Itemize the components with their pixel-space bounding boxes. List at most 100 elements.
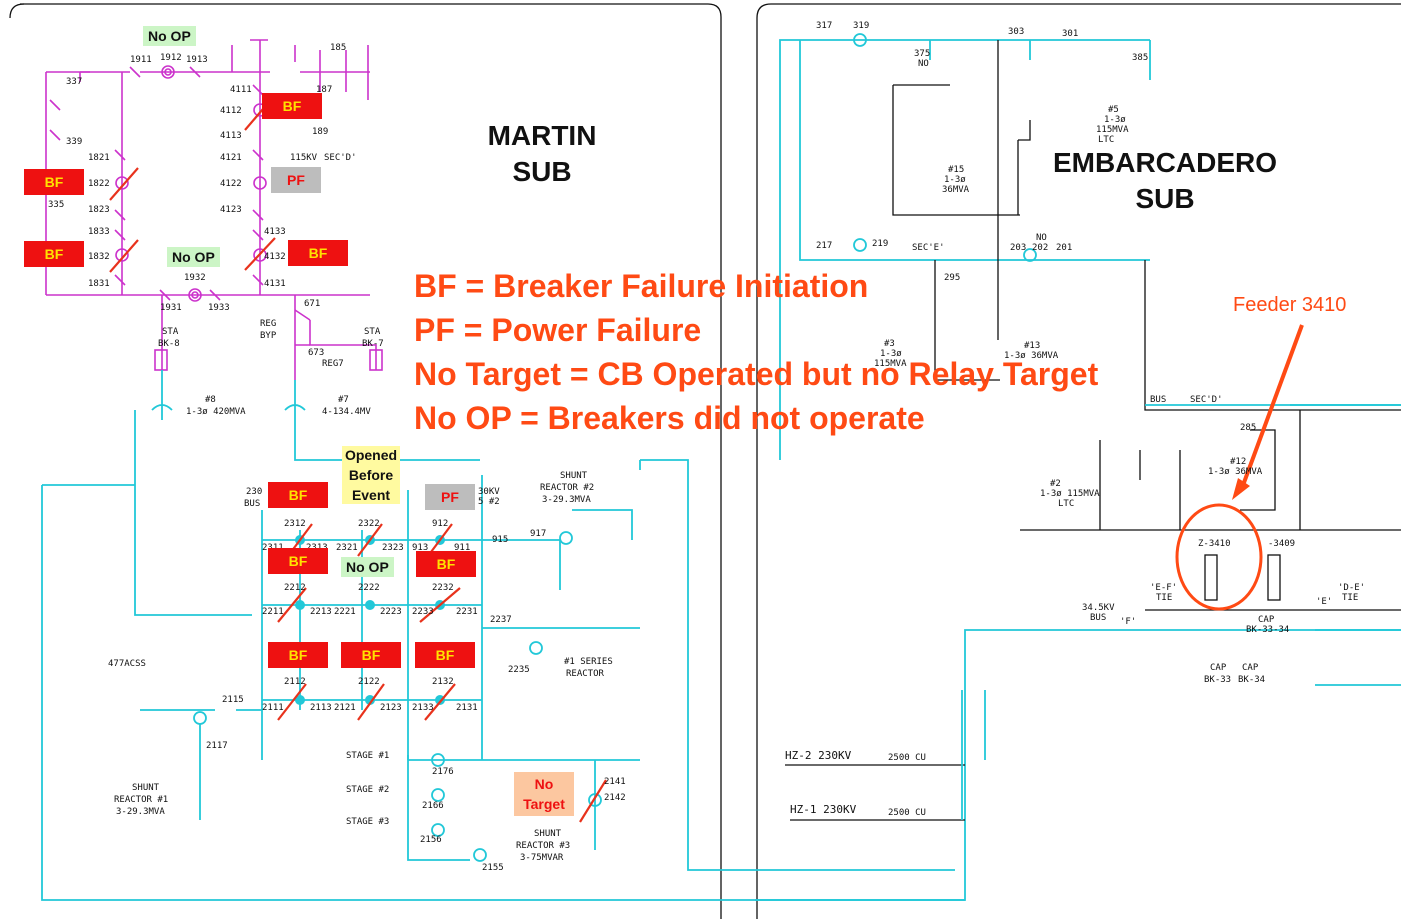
no-op-tag-2222: No OP — [341, 557, 394, 577]
label-2117: 2117 — [206, 741, 228, 751]
label-tx3-num: #3 — [884, 339, 895, 349]
label-series: #1 SERIES — [564, 657, 613, 667]
label-sta7: STA — [364, 327, 381, 337]
label-201: 201 — [1056, 243, 1072, 253]
label-2222: 2222 — [358, 583, 380, 593]
martin-panel-border — [20, 3, 722, 919]
label-f: 'F' — [1120, 617, 1136, 627]
label-673: 673 — [308, 348, 324, 358]
label-4133: 4133 — [264, 227, 286, 237]
martin-sub-title: MARTIN SUB — [462, 118, 622, 190]
opened-line3: Event — [351, 487, 391, 503]
label-2142: 2142 — [604, 793, 626, 803]
label-2133: 2133 — [412, 703, 434, 713]
feeder-3410-label: Feeder 3410 — [1233, 294, 1347, 316]
label-tx2-num: #2 — [1050, 479, 1061, 489]
label-2213: 2213 — [310, 607, 332, 617]
label-2231: 2231 — [456, 607, 478, 617]
label-bus230: 230 — [246, 487, 262, 497]
label-stage2: STAGE #2 — [346, 785, 389, 795]
label-1912: 1912 — [160, 53, 182, 63]
label-z3410: Z-3410 — [1198, 539, 1231, 549]
label-reactor3: REACTOR #3 — [516, 841, 570, 851]
label-913: 913 — [412, 543, 428, 553]
label-219: 219 — [872, 239, 888, 249]
embarcadero-sub-title: EMBARCADERO SUB — [1025, 145, 1305, 217]
label-2237: 2237 — [490, 615, 512, 625]
label-reactor2: REACTOR #2 — [540, 483, 594, 493]
label-tx13-num: #13 — [1024, 341, 1040, 351]
legend-pf: PF = Power Failure — [414, 312, 702, 348]
label-4122: 4122 — [220, 179, 242, 189]
label-2131: 2131 — [456, 703, 478, 713]
label-reg: REG — [260, 319, 276, 329]
martin-115kv-section — [45, 39, 383, 380]
label-e: 'E' — [1316, 597, 1332, 607]
label-1832: 1832 — [88, 252, 110, 262]
label-tx5-num: #5 — [1108, 105, 1119, 115]
label-tie1: TIE — [1156, 593, 1172, 603]
label-mva1: 3-29.3MVA — [116, 807, 165, 817]
label-bk3334: BK-33-34 — [1246, 625, 1289, 635]
label-de-tie: 'D-E' — [1338, 583, 1365, 593]
label-no375: NO — [918, 59, 929, 69]
label-203: 203 — [1010, 243, 1026, 253]
label-2141: 2141 — [604, 777, 626, 787]
label-477acss: 477ACSS — [108, 659, 146, 669]
label-1931: 1931 — [160, 303, 182, 313]
label-2232: 2232 — [432, 583, 454, 593]
label-bk33: BK-33 — [1204, 675, 1231, 685]
label-emb-sec-d: SEC'D' — [1190, 395, 1223, 405]
pf-tag-912: PF — [425, 484, 475, 510]
label-1823: 1823 — [88, 205, 110, 215]
label-339: 339 — [66, 137, 82, 147]
label-sec-d: SEC'D' — [324, 153, 357, 163]
bf-tag-2132: BF — [415, 642, 475, 668]
bf-tag-4132: BF — [288, 240, 348, 266]
label-335: 335 — [48, 200, 64, 210]
no-op-tag-1932: No OP — [167, 247, 220, 267]
label-n5: 5 #2 — [478, 497, 500, 507]
legend-bf: BF = Breaker Failure Initiation — [414, 268, 869, 304]
label-tx5c: LTC — [1098, 135, 1114, 145]
label-hz2: HZ-2 230KV — [785, 749, 852, 762]
bf-tag-2232: BF — [416, 551, 476, 577]
label-mvar3: 3-75MVAR — [520, 853, 564, 863]
label-cap34: CAP — [1242, 663, 1259, 673]
label-2322: 2322 — [358, 519, 380, 529]
label-tx15-num: #15 — [948, 165, 964, 175]
label-shunt2: SHUNT — [560, 471, 588, 481]
label-2233: 2233 — [412, 607, 434, 617]
feeder-3410-arrowhead — [1232, 478, 1250, 500]
label-4131: 4131 — [264, 279, 286, 289]
feeder-3410-arrow — [1240, 324, 1304, 489]
no-target-line2: Target — [523, 796, 565, 812]
label-reactor1: REACTOR #1 — [114, 795, 168, 805]
label-319: 319 — [853, 21, 869, 31]
label-tx8-num: #8 — [205, 395, 216, 405]
legend: BF = Breaker Failure Initiation PF = Pow… — [414, 264, 1098, 440]
label-217: 217 — [816, 241, 832, 251]
embarcadero-sub-line1: EMBARCADERO — [1053, 147, 1277, 178]
label-tx7-num: #7 — [338, 395, 349, 405]
label-tx15b: 36MVA — [942, 185, 970, 195]
label-tx3a: 1-3ø — [880, 349, 902, 359]
label-2312: 2312 — [284, 519, 306, 529]
label-202: 202 — [1032, 243, 1048, 253]
label-4123: 4123 — [220, 205, 242, 215]
label-tie2: TIE — [1342, 593, 1358, 603]
no-op-tag-1912: No OP — [143, 26, 196, 46]
label-2123: 2123 — [380, 703, 402, 713]
label-tx2b: LTC — [1058, 499, 1074, 509]
label-912: 912 — [432, 519, 448, 529]
label-911: 911 — [454, 543, 470, 553]
label-1833: 1833 — [88, 227, 110, 237]
legend-no-op: No OP = Breakers did not operate — [414, 400, 925, 436]
label-shunt3: SHUNT — [534, 829, 562, 839]
label-2223: 2223 — [380, 607, 402, 617]
bf-tag-2122: BF — [341, 642, 401, 668]
label-stage3: STAGE #3 — [346, 817, 389, 827]
label-stage1: STAGE #1 — [346, 751, 389, 761]
label-4113: 4113 — [220, 131, 242, 141]
